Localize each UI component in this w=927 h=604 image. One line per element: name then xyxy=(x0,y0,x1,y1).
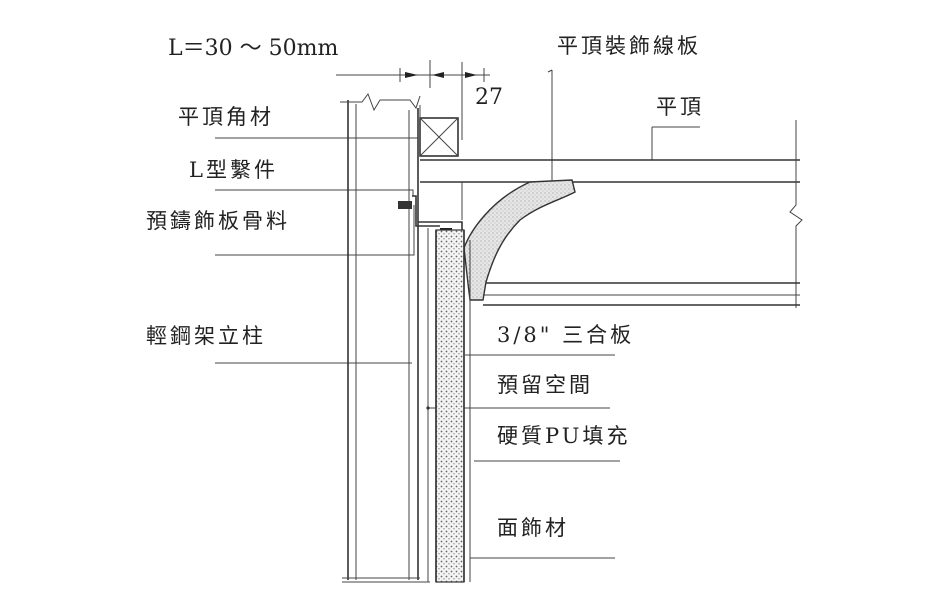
label-plywood: 3/8" 三合板 xyxy=(497,323,634,347)
label-ceiling-angle: 平頂角材 xyxy=(178,105,274,129)
label-facing: 面飾材 xyxy=(497,516,569,540)
label-reserved-space: 預留空間 xyxy=(497,373,593,397)
pu-fill-layer xyxy=(435,229,465,583)
label-pu-fill: 硬質PU填充 xyxy=(497,424,630,448)
crown-molding xyxy=(463,179,576,301)
leader-lines-left xyxy=(215,137,418,364)
leader-lines-right xyxy=(428,69,700,559)
steel-stud xyxy=(340,92,430,583)
reserved-space-marker xyxy=(426,406,430,410)
dimension-gap-label: 27 xyxy=(475,85,503,110)
label-ceiling-molding: 平頂裝飾線板 xyxy=(557,34,701,58)
label-l-fastener: L型繫件 xyxy=(189,158,278,182)
label-precast-frame: 預鑄飾板骨料 xyxy=(146,209,290,233)
ceiling-angle-block xyxy=(419,105,459,157)
label-steel-stud: 輕鋼架立柱 xyxy=(146,324,266,348)
dimension-range-label: L＝30 ～ 50mm xyxy=(168,36,338,61)
label-ceiling: 平頂 xyxy=(656,95,704,119)
dimension-line xyxy=(336,60,490,140)
ceiling-board xyxy=(420,120,803,308)
wall-panel xyxy=(427,228,471,583)
